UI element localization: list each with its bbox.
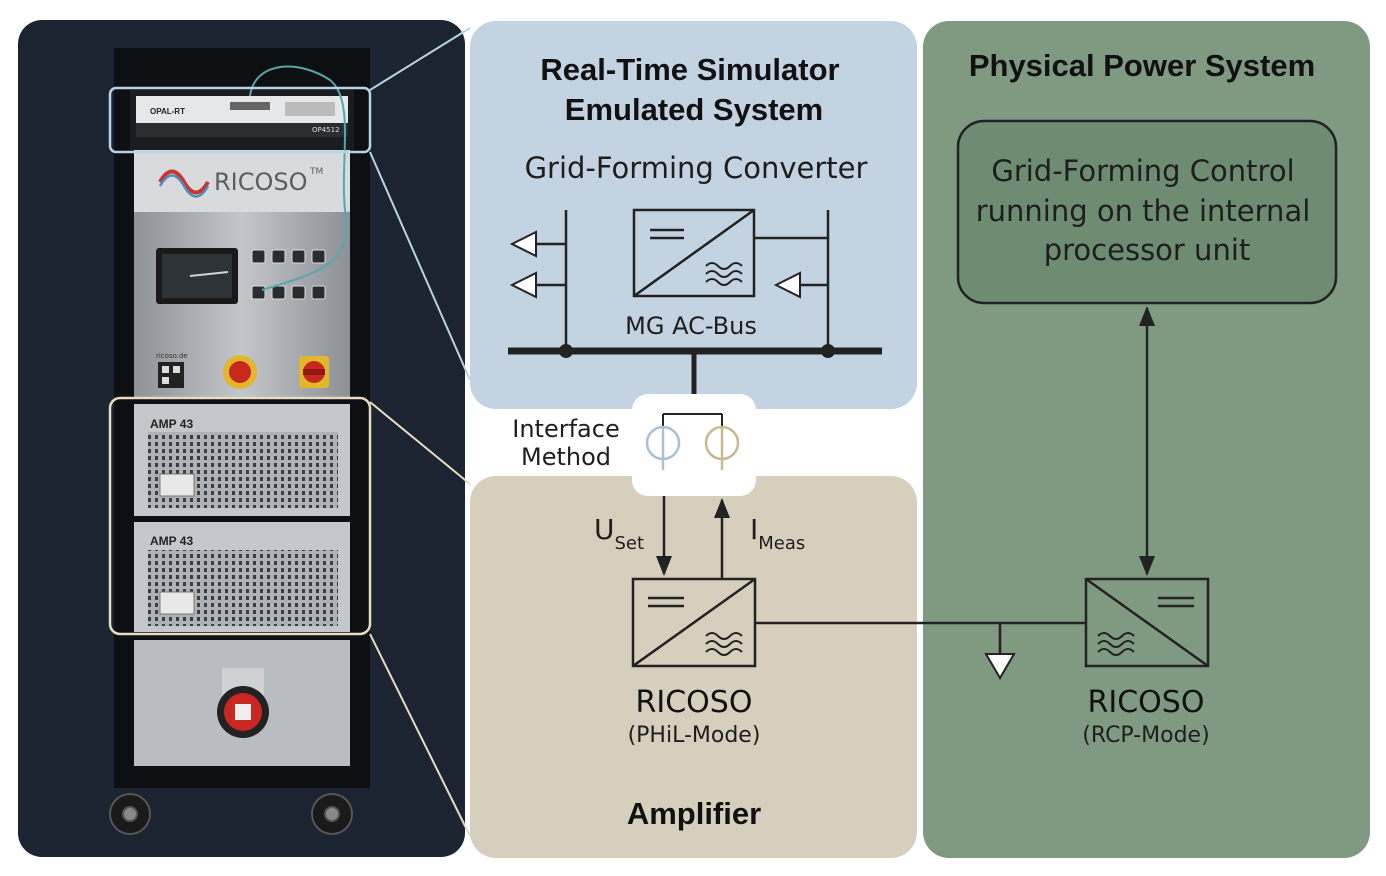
control-line1: Grid-Forming Control [991,154,1294,188]
simulator-subtitle: Grid-Forming Converter [525,151,868,185]
simulator-highlight [108,86,372,154]
main-switch-icon [299,356,329,388]
emergency-stop-icon [223,355,257,389]
controlled-current-source-icon [704,425,740,470]
amplifier-module-2: AMP 43 [134,522,350,632]
website-text: ricoso.de [156,352,188,360]
logo-plate [134,150,350,212]
connector-amp-bottom [369,633,471,837]
simulator-schematic [536,210,830,352]
ethernet-cable [249,65,348,291]
power-socket-icon [217,686,269,738]
phil-converter-icon [631,577,757,668]
connector-sim-top [369,27,471,91]
amplifier-module-1: AMP 43 [134,404,350,516]
control-line3: processor unit [1044,233,1251,267]
connector-amp-top [369,401,471,485]
amplifier-title: Amplifier [627,796,761,831]
bus-node-right [821,344,835,358]
qr-code [158,362,184,388]
rcp-converter-icon [1084,577,1210,668]
bus-label: MG AC-Bus [625,312,757,340]
ricoso-phil-mode: (PHiL-Mode) [628,723,761,748]
bus-node-left [559,344,573,358]
physical-title: Physical Power System [969,48,1315,83]
amp-label-2: AMP 43 [150,534,193,548]
control-box [956,119,1338,305]
trademark: TM [309,167,323,177]
caster-wheels [109,793,353,835]
interface-label-line1: Interface [512,415,619,443]
imeas-label: IMeas [750,513,805,554]
interface-label-line2: Method [521,443,611,471]
simulated-converter-icon [632,208,756,298]
controlled-voltage-source-icon [645,413,723,470]
opal-rt-brand: OPAL-RT [150,107,185,116]
control-buttons [251,249,326,300]
amplifier-highlight [108,396,372,636]
ricoso-logo-text: RICOSO [214,168,308,196]
load-arrow-icon [984,653,1016,680]
ricoso-phil-name: RICOSO [636,685,753,720]
connector-sim-bottom [369,151,471,381]
rack-photo: OPAL-RT OP4512 RICOSO TM ricoso.de [18,20,465,857]
ricoso-rcp-mode: (RCP-Mode) [1082,723,1209,748]
simulator-title-line1: Real-Time Simulator [540,52,839,87]
load-arrow-icons [509,230,801,299]
opal-rt-model: OP4512 [312,126,340,134]
control-line2: running on the internal [976,194,1311,228]
amp-label-1: AMP 43 [150,417,193,431]
ricoso-rcp-name: RICOSO [1088,685,1205,720]
simulator-title-line2: Emulated System [565,92,823,127]
ricoso-logo-wave-icon [158,169,210,195]
uset-label: USet [594,513,644,554]
opal-rt-device: OPAL-RT OP4512 [136,96,348,137]
